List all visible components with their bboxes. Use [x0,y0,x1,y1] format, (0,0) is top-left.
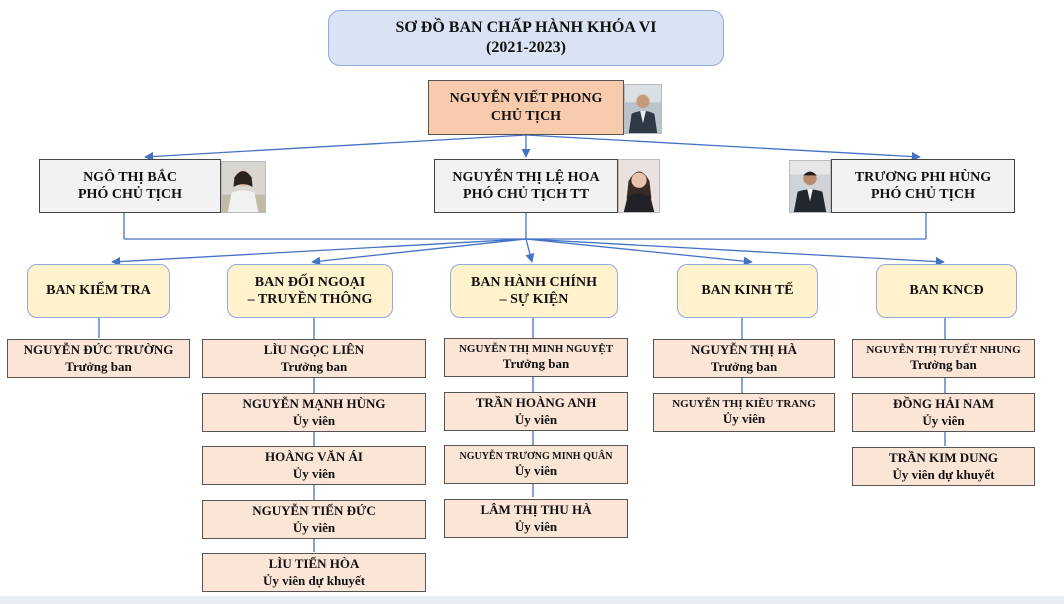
chart-term: (2021-2023) [486,39,566,56]
department-name-line2: – TRUYỀN THÔNG [247,292,373,307]
member-role: Ủy viên [292,412,336,428]
department-box: BAN KIỂM TRA [27,264,170,318]
member-role: Ủy viên [514,462,558,478]
chair-name: NGUYỄN VIẾT PHONG [449,91,603,106]
vice-chair-box: NGÔ THỊ BẮC PHÓ CHỦ TỊCH [39,159,221,213]
member-box: NGUYỄN MẠNH HÙNG Ủy viên [202,393,426,432]
chart-title-box: SƠ ĐỒ BAN CHẤP HÀNH KHÓA VI (2021-2023) [328,10,724,66]
member-role: Trưởng ban [710,358,778,374]
member-box: LÌU NGỌC LIÊN Trưởng ban [202,339,426,378]
department-box: BAN KINH TẾ [677,264,818,318]
member-name: NGUYỄN MẠNH HÙNG [242,395,386,411]
department-name: BAN KINH TẾ [701,283,794,299]
member-box: LÂM THỊ THU HÀ Ủy viên [444,499,628,538]
member-box: HOÀNG VĂN ÁI Ủy viên [202,446,426,485]
vice-chair-name: NGUYỄN THỊ LỆ HOA [452,169,600,185]
member-role: Trưởng ban [502,356,570,372]
member-role: Trưởng ban [280,358,348,374]
member-name: HOÀNG VĂN ÁI [265,448,363,464]
member-name: NGUYỄN THỊ KIỀU TRANG [672,397,816,410]
vice-chair-name: TRƯƠNG PHI HÙNG [854,169,992,185]
vice-chair-box: TRƯƠNG PHI HÙNG PHÓ CHỦ TỊCH [831,159,1015,213]
member-name: TRẦN KIM DUNG [888,449,999,465]
member-role: Trưởng ban [65,358,132,374]
member-role: Ủy viên [514,518,558,534]
department-name: BAN KNCĐ [909,283,984,299]
department-name: BAN HÀNH CHÍNH [470,274,597,290]
vice-chair-photo [618,159,660,213]
bottom-band [0,596,1064,604]
vice-chair-box: NGUYỄN THỊ LỆ HOA PHÓ CHỦ TỊCH TT [434,159,618,213]
member-role: Ủy viên [514,411,558,427]
department-name: BAN ĐỐI NGOẠI [254,274,366,290]
vice-chair-role: PHÓ CHỦ TỊCH [871,187,975,202]
member-box: NGUYỄN THỊ HÀ Trưởng ban [653,339,835,378]
member-box: NGUYỄN THỊ TUYẾT NHUNG Trưởng ban [852,339,1035,378]
department-box: BAN KNCĐ [876,264,1017,318]
member-box: NGUYỄN TRƯƠNG MINH QUÂN Ủy viên [444,445,628,484]
member-box: NGUYỄN THỊ MINH NGUYỆT Trưởng ban [444,338,628,377]
member-box: NGUYỄN ĐỨC TRƯỜNG Trưởng ban [7,339,190,378]
member-box: TRẦN KIM DUNG Ủy viên dự khuyết [852,447,1035,486]
department-name: BAN KIỂM TRA [46,283,151,299]
member-box: NGUYỄN TIẾN ĐỨC Ủy viên [202,500,426,539]
member-name: NGUYỄN THỊ MINH NGUYỆT [458,342,614,355]
member-name: LÌU TIẾN HÒA [268,555,360,571]
member-role: Ủy viên dự khuyết [262,572,366,588]
member-box: TRẦN HOÀNG ANH Ủy viên [444,392,628,431]
department-box: BAN HÀNH CHÍNH – SỰ KIỆN [450,264,618,318]
member-name: NGUYỄN ĐỨC TRƯỜNG [23,341,174,357]
member-name: NGUYỄN TIẾN ĐỨC [252,502,376,518]
member-name: NGUYỄN THỊ TUYẾT NHUNG [866,343,1021,356]
member-box: LÌU TIẾN HÒA Ủy viên dự khuyết [202,553,426,592]
member-name: NGUYỄN THỊ HÀ [691,341,797,357]
member-name: LÂM THỊ THU HÀ [480,501,592,517]
vice-chair-photo [221,161,266,213]
member-name: ĐỒNG HẢI NAM [892,395,995,411]
department-name-line2: – SỰ KIỆN [499,292,569,307]
member-role: Ủy viên [292,465,336,481]
member-box: NGUYỄN THỊ KIỀU TRANG Ủy viên [653,393,835,432]
member-role: Ủy viên dự khuyết [892,466,995,482]
chair-box: NGUYỄN VIẾT PHONG CHỦ TỊCH [428,80,624,135]
member-role: Trưởng ban [910,357,977,373]
member-name: LÌU NGỌC LIÊN [263,341,365,357]
chair-photo [624,84,662,134]
vice-chair-photo [789,160,831,213]
department-box: BAN ĐỐI NGOẠI – TRUYỀN THÔNG [227,264,393,318]
member-box: ĐỒNG HẢI NAM Ủy viên [852,393,1035,432]
vice-chair-role: PHÓ CHỦ TỊCH [78,187,182,202]
member-role: Ủy viên [292,519,336,535]
member-name: TRẦN HOÀNG ANH [475,394,597,410]
member-role: Ủy viên [922,412,965,428]
member-role: Ủy viên [722,411,766,427]
chair-role: CHỦ TỊCH [490,108,562,124]
vice-chair-name: NGÔ THỊ BẮC [83,169,177,185]
member-name: NGUYỄN TRƯƠNG MINH QUÂN [459,450,613,462]
vice-chair-role: PHÓ CHỦ TỊCH TT [463,187,589,202]
chart-title: SƠ ĐỒ BAN CHẤP HÀNH KHÓA VI [395,19,657,36]
